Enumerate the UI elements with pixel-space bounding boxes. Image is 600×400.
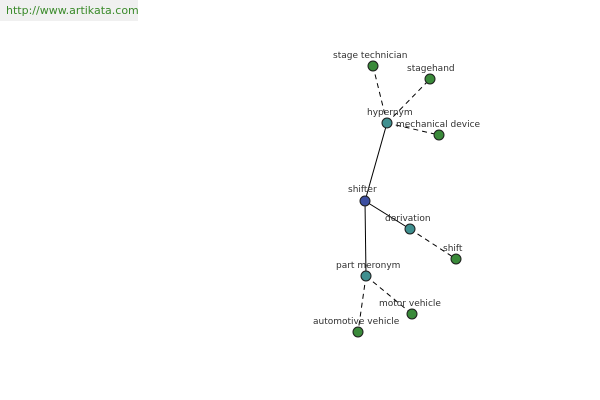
- node-stage-technician[interactable]: [367, 60, 379, 72]
- node-part-meronym[interactable]: [360, 270, 372, 282]
- node-label-mechanical-device: mechanical device: [396, 120, 481, 130]
- site-link[interactable]: http://www.artikata.com: [0, 0, 139, 21]
- node-label-part-meronym: part meronym: [336, 261, 400, 271]
- edge-shifter-derivation: [364, 200, 411, 230]
- node-label-derivation: derivation: [385, 214, 431, 224]
- edge-hypernym-stagehand: [386, 78, 431, 124]
- node-shifter[interactable]: [359, 195, 371, 207]
- node-label-stagehand: stagehand: [407, 64, 455, 74]
- node-label-shifter: shifter: [348, 185, 377, 195]
- node-label-motor-vehicle: motor vehicle: [379, 299, 441, 309]
- node-label-hypernym: hypernym: [367, 108, 413, 118]
- edge-derivation-shift: [409, 228, 457, 260]
- edge-hypernym-stage-technician: [372, 65, 388, 124]
- graph-edges: [357, 65, 457, 333]
- node-derivation[interactable]: [404, 223, 416, 235]
- node-label-shift: shift: [443, 244, 463, 254]
- edge-part-meronym-motor-vehicle: [365, 275, 413, 315]
- node-mechanical-device[interactable]: [433, 129, 445, 141]
- edge-shifter-hypernym: [364, 122, 388, 202]
- node-hypernym[interactable]: [381, 117, 393, 129]
- edge-part-meronym-automotive-vehicle: [357, 275, 367, 333]
- node-label-automotive-vehicle: automotive vehicle: [313, 317, 400, 327]
- node-stagehand[interactable]: [424, 73, 436, 85]
- node-label-stage-technician: stage technician: [333, 51, 407, 61]
- node-shift[interactable]: [450, 253, 462, 265]
- node-motor-vehicle[interactable]: [406, 308, 418, 320]
- node-automotive-vehicle[interactable]: [352, 326, 364, 338]
- edge-shifter-part-meronym: [364, 200, 367, 277]
- graph-nodes: [352, 60, 462, 338]
- graph-labels: shifter hypernym derivation part meronym sta…: [313, 51, 481, 327]
